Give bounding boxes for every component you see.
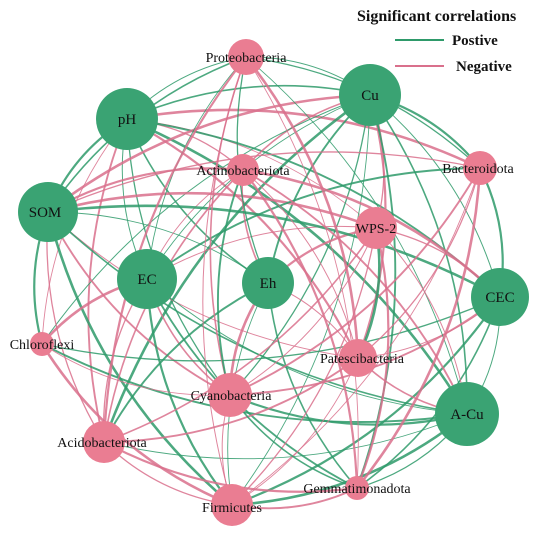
edge-eh-acidobacteriota xyxy=(103,282,269,443)
node-cec: CEC xyxy=(471,268,529,326)
edge-actinobacteriota-patescibacteria xyxy=(242,169,359,359)
edge-ec-bacteroidota xyxy=(146,167,481,280)
edge-cu-firmicutes xyxy=(231,94,371,506)
edge-som-acu xyxy=(47,211,468,415)
node-patescibacteria: Patescibacteria xyxy=(320,339,405,377)
node-circle-cec xyxy=(471,268,529,326)
node-label-wps2: WPS-2 xyxy=(356,222,396,237)
edge-patescibacteria-acidobacteriota xyxy=(103,357,359,443)
node-firmicutes: Firmicutes xyxy=(202,484,262,526)
edge-cu-cec xyxy=(369,94,501,298)
edge-som-cyanobacteria xyxy=(47,211,231,396)
node-label-eh: Eh xyxy=(260,276,277,292)
legend-negative-label: Negative xyxy=(456,59,512,75)
edge-wps2-cyanobacteria xyxy=(229,227,377,396)
node-cyanobacteria: Cyanobacteria xyxy=(191,373,273,417)
edge-som-bacteroidota xyxy=(47,151,481,213)
node-label-acidobacteriota: Acidobacteriota xyxy=(57,436,147,451)
edge-acu-acidobacteriota xyxy=(103,413,468,460)
edge-patescibacteria-firmicutes xyxy=(231,357,359,506)
edge-acu-chloroflexi xyxy=(41,343,468,423)
node-label-gemmatimonadota: Gemmatimonadota xyxy=(303,482,411,497)
node-actinobacteriota: Actinobacteriota xyxy=(196,154,290,186)
node-ec: EC xyxy=(117,249,177,309)
legend: Significant correlations Postive Negativ… xyxy=(357,8,516,75)
node-label-ec: EC xyxy=(137,272,156,288)
node-wps2: WPS-2 xyxy=(355,207,397,249)
edge-cyanobacteria-gemmatimonadota xyxy=(229,394,358,489)
edge-wps2-acidobacteriota xyxy=(103,227,377,443)
node-circle-proteobacteria xyxy=(228,39,264,75)
node-circle-firmicutes xyxy=(211,484,253,526)
legend-positive-label: Postive xyxy=(452,33,498,49)
edge-ec-acu xyxy=(146,278,468,415)
edge-acu-actinobacteriota xyxy=(242,169,468,415)
edge-bacteroidota-firmicutes xyxy=(231,167,481,506)
node-label-cec: CEC xyxy=(485,290,514,306)
edge-bacteroidota-gemmatimonadota xyxy=(355,166,482,490)
node-circle-wps2 xyxy=(355,207,397,249)
node-circle-cyanobacteria xyxy=(208,373,252,417)
edge-cec-som xyxy=(46,204,502,299)
node-label-cu: Cu xyxy=(361,88,379,104)
edge-bacteroidota-cyanobacteria xyxy=(229,167,481,396)
node-circle-eh xyxy=(242,257,294,309)
node-som: SOM xyxy=(18,182,78,242)
node-gemmatimonadota: Gemmatimonadota xyxy=(303,476,411,500)
edge-proteobacteria-cyanobacteria xyxy=(209,56,247,396)
node-acidobacteriota: Acidobacteriota xyxy=(57,421,147,463)
node-circle-actinobacteriota xyxy=(227,154,259,186)
edge-cu-acu xyxy=(369,94,468,415)
edge-som-eh xyxy=(47,211,269,284)
node-circle-gemmatimonadota xyxy=(345,476,369,500)
node-circle-ph xyxy=(96,88,158,150)
node-cu: Cu xyxy=(339,64,401,126)
node-eh: Eh xyxy=(242,257,294,309)
node-circle-acidobacteriota xyxy=(83,421,125,463)
node-label-acu: A-Cu xyxy=(450,407,484,423)
node-circle-cu xyxy=(339,64,401,126)
edge-ph-cu xyxy=(126,84,371,120)
edge-cu-acidobacteriota xyxy=(102,93,372,444)
edge-chloroflexi-cyanobacteria xyxy=(41,343,231,396)
node-circle-som xyxy=(18,182,78,242)
node-bacteroidota: Bacteroidota xyxy=(442,151,515,185)
node-label-cyanobacteria: Cyanobacteria xyxy=(191,389,273,404)
edge-som-acidobacteriota xyxy=(46,211,105,443)
node-chloroflexi: Chloroflexi xyxy=(10,332,75,356)
edge-wps2-gemmatimonadota xyxy=(355,226,390,490)
node-circle-ec xyxy=(117,249,177,309)
edge-proteobacteria-acidobacteriota xyxy=(102,55,248,444)
edge-eh-gemmatimonadota xyxy=(267,282,358,489)
node-acu: A-Cu xyxy=(435,382,499,446)
edge-proteobacteria-gemmatimonadota xyxy=(245,56,359,489)
node-label-patescibacteria: Patescibacteria xyxy=(320,352,405,367)
edge-cu-cyanobacteria xyxy=(229,94,371,396)
edge-actinobacteriota-gemmatimonadota xyxy=(241,168,359,490)
edge-cu-som xyxy=(46,93,372,214)
node-label-bacteroidota: Bacteroidota xyxy=(442,162,514,177)
node-label-actinobacteriota: Actinobacteriota xyxy=(196,164,290,179)
node-label-proteobacteria: Proteobacteria xyxy=(206,51,288,66)
edge-som-firmicutes xyxy=(46,210,234,507)
node-label-som: SOM xyxy=(29,205,62,221)
edge-ph-acu xyxy=(125,117,469,416)
node-label-chloroflexi: Chloroflexi xyxy=(10,338,75,353)
node-circle-patescibacteria xyxy=(339,339,377,377)
node-circle-bacteroidota xyxy=(463,151,497,185)
edge-actinobacteriota-cyanobacteria xyxy=(217,169,244,396)
node-circle-chloroflexi xyxy=(30,332,54,356)
edge-ec-firmicutes xyxy=(145,277,234,507)
node-label-ph: pH xyxy=(118,112,137,128)
legend-title: Significant correlations xyxy=(357,8,516,25)
node-circle-acu xyxy=(435,382,499,446)
edge-wps2-firmicutes xyxy=(231,227,377,506)
node-proteobacteria: Proteobacteria xyxy=(206,39,288,75)
node-label-firmicutes: Firmicutes xyxy=(202,501,262,516)
node-ph: pH xyxy=(96,88,158,150)
edge-ec-wps2 xyxy=(146,225,377,280)
edge-bacteroidota-patescibacteria xyxy=(357,167,481,359)
